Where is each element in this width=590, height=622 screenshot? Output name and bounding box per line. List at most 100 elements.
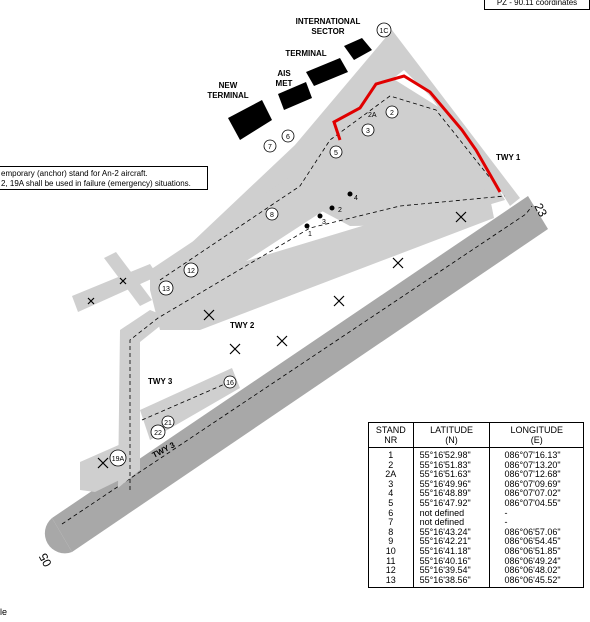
longitude-cell: 086°07'04.55" [489, 498, 584, 509]
label-new-terminal: TERMINAL [207, 91, 248, 100]
taxi-line-main [129, 195, 506, 490]
latitude-cell: 55°16'48.89" [412, 489, 491, 499]
coordinate-system-note: PZ - 90.11 coordinates [484, 0, 590, 10]
building-terminal [306, 58, 348, 86]
closed-crosses [87, 211, 467, 469]
label-met: MET [276, 79, 293, 88]
header-latitude-title: LATITUDE [430, 425, 473, 435]
label-international: INTERNATIONAL [296, 17, 361, 26]
red-route [332, 74, 502, 193]
header-stand-title: STAND [375, 425, 406, 435]
stand-label-3: 3 [366, 128, 370, 135]
longitude-cell: 086°06'48.02" [489, 566, 584, 576]
stand-label-22: 22 [154, 430, 162, 437]
hp-label-3: 3 [322, 219, 326, 226]
stand-label-8: 8 [270, 212, 274, 219]
header-longitude-sub: (E) [530, 435, 543, 445]
stand-label-6: 6 [286, 134, 290, 141]
building-ais-met [278, 82, 312, 110]
longitude-cell: - [489, 508, 584, 519]
stand-circle-6 [281, 129, 295, 143]
label-new: NEW [219, 81, 238, 90]
latitude-cell: 55°16'41.18" [412, 546, 491, 557]
latitude-cell: 55°16'51.63" [412, 470, 491, 480]
longitude-cell: 086°07'07.02" [489, 489, 584, 499]
label-terminal: TERMINAL [285, 49, 326, 58]
latitude-cell: 55°16'42.21" [412, 537, 491, 547]
latitude-cell: 55°16'51.83" [412, 460, 491, 471]
hp-label-2: 2 [338, 207, 342, 214]
header-longitude-title: LONGITUDE [510, 425, 563, 435]
bottom-text-fragment: le [0, 607, 8, 617]
longitude-cell: 086°07'13.20" [489, 460, 584, 471]
building-international [344, 38, 372, 60]
header-stand-sub: NR [384, 435, 398, 445]
longitude-cell: 086°06'49.24" [489, 556, 584, 567]
stand-label-7: 7 [268, 144, 272, 151]
stand-circle-5 [329, 145, 343, 159]
building-new-terminal [228, 100, 272, 140]
stand-cell: 1 [368, 447, 414, 461]
stand-label-16: 16 [226, 380, 234, 387]
stand-circle-22 [150, 424, 166, 440]
runway [52, 196, 548, 552]
stand-label-19a: 19A [112, 456, 125, 463]
stand-note: emporary (anchor) stand for An-2 aircraf… [0, 166, 208, 190]
latitude-cell: 55°16'49.96" [412, 479, 491, 490]
label-ais: AIS [277, 69, 291, 78]
stand-note-line-1: emporary (anchor) stand for An-2 aircraf… [1, 169, 148, 178]
stand-circle-16 [223, 375, 237, 389]
latitude-cell: 55°16'52.98" [412, 447, 491, 461]
label-sector: SECTOR [311, 27, 344, 36]
longitude-cell: 086°06'54.45" [489, 537, 584, 547]
header-latitude-sub: (N) [445, 435, 458, 445]
stand-19a-area [80, 440, 140, 492]
taxi-line-apron [159, 95, 491, 281]
stand-circle-3 [361, 123, 375, 137]
hp-label-4: 4 [354, 195, 358, 202]
stand-2a-tag: 2A [368, 112, 377, 119]
stand-label-21: 21 [164, 420, 172, 427]
stand-circle-8 [265, 207, 279, 221]
stand-circle-13 [158, 280, 174, 296]
latitude-cell: not defined [412, 508, 491, 519]
longitude-cell: 086°07'16.13" [489, 447, 584, 461]
hp-label-1: 1 [308, 231, 312, 238]
header-latitude: LATITUDE (N) [412, 422, 491, 448]
apron-band [150, 188, 494, 330]
label-twy2: TWY 2 [230, 321, 255, 330]
stand-circle-2 [385, 105, 399, 119]
stand-circles [109, 22, 399, 467]
latitude-cell: 55°16'39.54" [412, 566, 491, 576]
stand-circle-1c [376, 22, 392, 38]
table-header-row: STAND NR LATITUDE (N) LONGITUDE (E) [368, 422, 584, 448]
stand-circle-12 [183, 262, 199, 278]
header-stand: STAND NR [368, 422, 414, 448]
longitude-cell: 086°07'09.69" [489, 479, 584, 490]
stand-circle-7 [263, 139, 277, 153]
taxi-line-twy3 [141, 379, 235, 421]
stand-label-5: 5 [334, 150, 338, 157]
latitude-cell: 55°16'47.92" [412, 498, 491, 509]
stand-label-1c: 1C [380, 28, 389, 35]
runway-label-05: 05 [36, 551, 55, 570]
stand-label-13: 13 [162, 286, 170, 293]
closed-taxiway-n [104, 252, 152, 306]
closed-taxiway-nw [72, 264, 158, 312]
stand-cell: 13 [368, 575, 414, 589]
latitude-cell: 55°16'43.24" [412, 527, 491, 538]
stand-circle-21 [161, 415, 175, 429]
label-twy3-upper: TWY 3 [148, 377, 173, 386]
latitude-cell: not defined [412, 518, 491, 528]
